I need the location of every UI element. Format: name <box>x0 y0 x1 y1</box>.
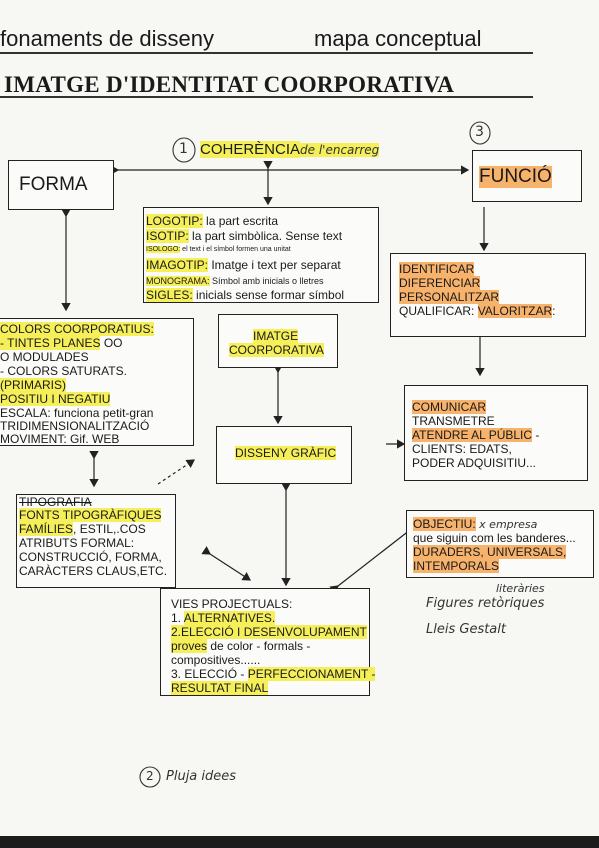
step-number-3: 3 <box>475 124 484 140</box>
vies-alternatives: 1. ALTERNATIVES. <box>171 611 276 625</box>
disseny-label: DISSENY GRÀFIC <box>235 446 337 460</box>
funcio-list-box: IDENTIFICAR DIFERENCIAR PERSONALITZAR QU… <box>390 253 586 337</box>
monograma-key: MONOGRAMA: <box>146 276 210 286</box>
tipografia-families: FAMÍLIES, ESTIL,.COS <box>19 522 146 536</box>
imagotip-line: IMAGOTIP: Imatge i text per separat <box>146 258 341 272</box>
tipografia-construccio: CONSTRUCCIÓ, FORMA, <box>19 550 162 564</box>
sigles-key: SIGLES: <box>146 288 193 302</box>
objectiu-intemporals: INTEMPORALS <box>413 559 500 573</box>
note-literaries: literàries <box>496 582 545 595</box>
subject-heading: fonaments de disseny <box>0 26 215 51</box>
funcio-item-qualificar: QUALIFICAR: VALORITZAR: <box>399 304 556 318</box>
colors-box: COLORS COORPORATIUS: - TINTES PLANES OO … <box>0 318 194 446</box>
vies-compositives: compositives...... <box>171 653 261 667</box>
colors-heading: COLORS COORPORATIUS: <box>0 322 154 336</box>
funcio-label: FUNCIÓ <box>479 166 552 188</box>
forma-box: FORMA <box>8 160 114 210</box>
colors-primaris: (PRIMARIS) <box>0 378 66 392</box>
logotip-line: LOGOTIP: la part escrita <box>146 214 278 228</box>
clients-line: CLIENTS: EDATS, <box>412 442 512 456</box>
imatge-line-1: IMATGE <box>253 329 299 343</box>
isologo-desc: el text i el símbol formen una unitat <box>180 246 291 253</box>
vies-perfeccionament: 3. ELECCIÓ - PERFECCIONAMENT - <box>171 667 376 681</box>
comunicar-box: COMUNICAR TRANSMETRE ATENDRE AL PÚBLIC -… <box>404 385 588 481</box>
title-rule <box>0 96 533 98</box>
page-title: IMATGE D'IDENTITAT COORPORATIVA <box>4 72 455 97</box>
colors-modulades: O MODULADES <box>0 350 89 364</box>
funcio-item-personalitzar: PERSONALITZAR <box>399 290 500 304</box>
monograma-line: MONOGRAMA: Símbol amb inicials o lletres <box>146 275 324 287</box>
tipografia-heading: TIPOGRAFIA <box>19 495 92 509</box>
vies-proves: proves de color - formals - <box>171 639 311 653</box>
tipografia-fonts: FONTS TIPOGRÀFIQUES <box>19 508 162 522</box>
objectiu-heading: OBJECTIU: x empresa <box>413 517 538 531</box>
vies-eleccio: 2.ELECCIÓ I DESENVOLUPAMENT <box>171 625 367 639</box>
doc-type-heading: mapa conceptual <box>314 26 482 51</box>
forma-label: FORMA <box>19 174 88 195</box>
funcio-item-diferenciar: DIFERENCIAR <box>399 276 481 290</box>
imatge-line-2: COORPORATIVA <box>229 343 324 357</box>
objectiu-banderes: que siguin com les banderes... <box>413 531 576 545</box>
disseny-box: DISSENY GRÀFIC <box>216 426 352 484</box>
coherencia-handnote: de l'encarreg <box>300 143 380 157</box>
colors-tintes: - TINTES PLANES OO <box>0 336 123 350</box>
note-figures: Figures retòriques <box>426 596 545 611</box>
logotip-desc: la part escrita <box>202 214 279 228</box>
transmetre-line: TRANSMETRE <box>412 414 495 428</box>
colors-saturats: - COLORS SATURATS. <box>0 364 127 378</box>
sigles-desc: inicials sense formar símbol <box>192 288 345 302</box>
monograma-desc: Símbol amb inicials o lletres <box>209 276 324 286</box>
tipografia-atributs: ATRIBUTS FORMAL: <box>19 536 135 550</box>
isotip-key: ISOTIP: <box>146 229 189 243</box>
sigles-line: SIGLES: inicials sense formar símbol <box>146 288 344 302</box>
colors-escala: ESCALA: funciona petit-gran <box>0 406 154 420</box>
poder-line: PODER ADQUISITIU... <box>412 456 537 470</box>
tipografia-caracters: CARÀCTERS CLAUS,ETC. <box>19 564 168 578</box>
imagotip-desc: Imatge i text per separat <box>208 258 341 272</box>
logotip-key: LOGOTIP: <box>146 214 203 228</box>
vies-resultat: RESULTAT FINAL <box>171 681 269 695</box>
header-rule <box>0 52 533 54</box>
imagotip-key: IMAGOTIP: <box>146 258 209 272</box>
colors-tridimensional: TRIDIMENSIONALITZACIÓ <box>0 419 150 433</box>
isotip-line: ISOTIP: la part simbòlica. Sense text <box>146 229 342 243</box>
colors-positiu: POSITIU I NEGATIU <box>0 392 111 406</box>
funcio-box: FUNCIÓ <box>472 150 582 202</box>
note-pluja: Pluja idees <box>166 769 237 784</box>
isologo-key: ISOLOGO: <box>146 246 181 253</box>
scan-edge <box>0 836 599 848</box>
logotip-box: LOGOTIP: la part escrita ISOTIP: la part… <box>143 207 379 303</box>
objectiu-duraders: DURADERS, UNIVERSALS, <box>413 545 567 559</box>
imatge-box: IMATGE COORPORATIVA <box>218 314 338 368</box>
comunicar-line: COMUNICAR <box>412 400 486 414</box>
tipografia-box: TIPOGRAFIA FONTS TIPOGRÀFIQUES FAMÍLIES,… <box>16 494 176 588</box>
coherencia-text: COHERÈNCIA <box>200 141 301 158</box>
vies-box: VIES PROJECTUALS: 1. ALTERNATIVES. 2.ELE… <box>160 588 376 696</box>
atendre-line: ATENDRE AL PÚBLIC - <box>412 428 540 442</box>
objectiu-box: OBJECTIU: x empresa que siguin com les b… <box>406 510 594 578</box>
vies-heading: VIES PROJECTUALS: <box>171 597 293 611</box>
colors-moviment: MOVIMENT: Gif. WEB <box>0 432 120 446</box>
isotip-desc: la part simbòlica. Sense text <box>188 229 343 243</box>
step-number-1: 1 <box>179 141 188 157</box>
isologo-line: ISOLOGO: el text i el símbol formen una … <box>146 246 291 253</box>
step-number-2: 2 <box>146 769 154 783</box>
funcio-item-identificar: IDENTIFICAR <box>399 262 475 276</box>
note-lleis: Lleis Gestalt <box>426 622 506 637</box>
coherencia-label: COHERÈNCIAde l'encarreg <box>200 141 380 158</box>
